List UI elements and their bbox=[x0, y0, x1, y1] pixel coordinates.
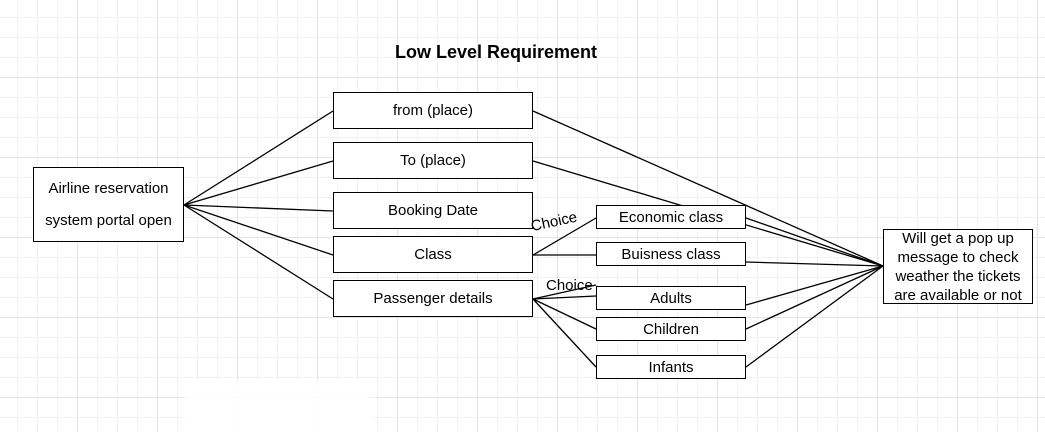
diagram-title: Low Level Requirement bbox=[394, 42, 598, 62]
edge-children-result bbox=[745, 265, 884, 330]
node-adults: Adults bbox=[596, 286, 746, 310]
edge-passenger-infants bbox=[532, 298, 597, 368]
node-class: Class bbox=[333, 236, 533, 273]
node-children: Children bbox=[596, 317, 746, 341]
edge-start-class bbox=[183, 204, 334, 256]
result-node: Will get a pop up message to check weath… bbox=[883, 229, 1033, 304]
edge-passenger-children bbox=[532, 298, 597, 330]
edge-economic-result bbox=[745, 217, 884, 267]
node-infants: Infants bbox=[596, 355, 746, 379]
edge-start-to bbox=[183, 160, 334, 206]
choice-label-passenger: Choice bbox=[546, 277, 593, 294]
node-economic-class: Economic class bbox=[596, 205, 746, 229]
node-passenger-details: Passenger details bbox=[333, 280, 533, 317]
node-booking-date: Booking Date bbox=[333, 192, 533, 229]
start-node: Airline reservation system portal open bbox=[33, 167, 184, 242]
edge-start-passenger bbox=[183, 204, 334, 300]
node-from-place: from (place) bbox=[333, 92, 533, 129]
edge-infants-result bbox=[745, 265, 884, 368]
edge-start-booking-date bbox=[183, 204, 334, 212]
edge-passenger-adults bbox=[532, 295, 597, 300]
node-to-place: To (place) bbox=[333, 142, 533, 179]
edge-business-result bbox=[745, 261, 884, 267]
bottom-fade bbox=[178, 380, 378, 432]
node-business-class: Buisness class bbox=[596, 242, 746, 266]
edge-start-from bbox=[183, 110, 334, 206]
edge-passenger-adults-2 bbox=[532, 284, 597, 300]
edge-adults-result bbox=[745, 265, 884, 306]
edge-class-economic bbox=[532, 217, 597, 256]
edge-from-result bbox=[532, 110, 884, 267]
